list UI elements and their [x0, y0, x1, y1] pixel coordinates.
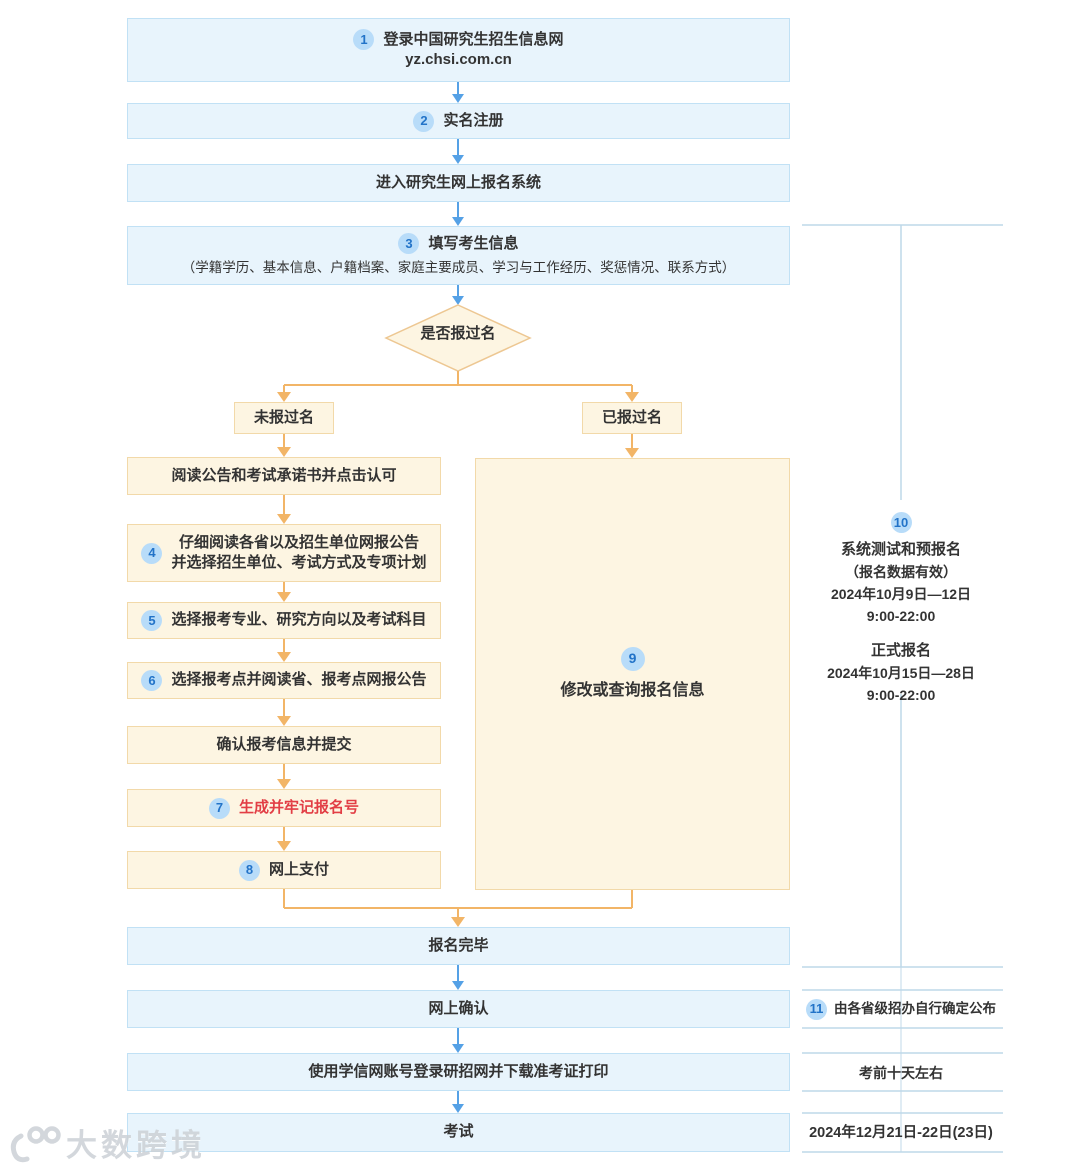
branch-label: 未报过名 [253, 408, 314, 426]
note-number-badge: 11 [806, 998, 827, 1020]
exam-date-row: 2024年12月21日-22日(23日) [791, 1122, 1011, 1144]
arrow-down-icon [452, 217, 464, 226]
step-label: 网上确认 [428, 999, 489, 1017]
step-remember-number-box: 7 生成并牢记报名号 [127, 789, 441, 827]
official-registration-title: 正式报名 [870, 642, 931, 659]
arrow-down-icon [277, 841, 291, 851]
pre-registration-date: 2024年10月9日—12日 [830, 586, 972, 602]
step-label: 并选择招生单位、考试方式及专项计划 [171, 554, 427, 571]
step-label: 考试 [443, 1123, 474, 1141]
step-number-badge: 4 [141, 542, 163, 564]
step-number-badge: 2 [413, 110, 435, 132]
step-choose-site-box: 6 选择报考点并阅读省、报考点网报公告 [127, 662, 441, 699]
step-fill-info-box: 3 填写考生信息 （学籍学历、基本信息、户籍档案、家庭主要成员、学习与工作经历、… [127, 226, 790, 285]
step-label: 实名注册 [443, 111, 504, 129]
arrow-down-icon [625, 448, 639, 458]
pre-registration-title: 系统测试和预报名 [840, 541, 961, 558]
step-registration-done-box: 报名完毕 [127, 927, 790, 965]
arrow-down-icon [277, 652, 291, 662]
step-exam-box: 考试 [127, 1113, 790, 1152]
print-note-text: 考前十天左右 [859, 1065, 943, 1081]
arrow-down-icon [452, 155, 464, 164]
arrow-down-icon [452, 1044, 464, 1053]
step-number-badge: 1 [353, 29, 375, 51]
step-label-highlight: 生成并牢记报名号 [238, 798, 359, 816]
step-label: 登录中国研究生招生信息网 [383, 30, 564, 48]
step-label: 进入研究生网上报名系统 [375, 173, 541, 191]
step-label: 使用学信网账号登录研招网并下载准考证打印 [308, 1062, 609, 1080]
registration-period-note: 10 系统测试和预报名 （报名数据有效） 2024年10月9日—12日 9:00… [791, 512, 1011, 706]
step-number-badge: 5 [141, 610, 163, 631]
step-number-badge: 6 [141, 670, 163, 691]
step-download-ticket-box: 使用学信网账号登录研招网并下载准考证打印 [127, 1053, 790, 1091]
step-label: 确认报考信息并提交 [216, 735, 352, 753]
step-label: 仔细阅读各省以及招生单位网报公告 [178, 533, 419, 551]
step-confirm-submit-box: 确认报考信息并提交 [127, 726, 441, 764]
step-sublabel: （学籍学历、基本信息、户籍档案、家庭主要成员、学习与工作经历、奖惩情况、联系方式… [181, 260, 736, 276]
arrow-down-icon [625, 392, 639, 402]
arrow-down-icon [277, 392, 291, 402]
step-number-badge: 8 [238, 859, 260, 881]
watermark-logo-icon [10, 1125, 61, 1162]
watermark: 大数跨境 [6, 1120, 206, 1165]
arrow-down-icon [451, 917, 465, 927]
step-number-badge: 3 [398, 233, 420, 255]
step-label: 网上支付 [268, 860, 329, 878]
branch-not-registered-box: 未报过名 [234, 402, 334, 434]
step-label: 填写考生信息 [428, 234, 519, 252]
step-label: 阅读公告和考试承诺书并点击认可 [171, 466, 397, 484]
arrow-down-icon [452, 94, 464, 103]
note-number-badge: 10 [890, 512, 912, 533]
arrow-down-icon [452, 1104, 464, 1113]
step-modify-query-box: 9 修改或查询报名信息 [475, 458, 790, 890]
step-choose-major-box: 5 选择报考专业、研究方向以及考试科目 [127, 602, 441, 639]
watermark-text: 大数跨境 [66, 1128, 206, 1163]
pre-registration-time: 9:00-22:00 [866, 608, 936, 624]
official-registration-time: 9:00-22:00 [866, 687, 936, 703]
official-registration-date: 2024年10月15日—28日 [827, 665, 975, 681]
step-enter-system-box: 进入研究生网上报名系统 [127, 164, 790, 202]
arrow-down-icon [277, 514, 291, 524]
step-read-province-notice-box: 4 仔细阅读各省以及招生单位网报公告 并选择招生单位、考试方式及专项计划 [127, 524, 441, 582]
step-login-box: 1 登录中国研究生招生信息网 yz.chsi.com.cn [127, 18, 790, 82]
branch-registered-box: 已报过名 [582, 402, 682, 434]
arrow-down-icon [277, 592, 291, 602]
arrow-down-icon [452, 296, 464, 305]
arrow-down-icon [452, 981, 464, 990]
step-online-confirm-box: 网上确认 [127, 990, 790, 1028]
step-register-box: 2 实名注册 [127, 103, 790, 139]
step-url: yz.chsi.com.cn [405, 51, 512, 69]
arrow-down-icon [277, 716, 291, 726]
exam-date-text: 2024年12月21日-22日(23日) [809, 1125, 993, 1141]
arrow-down-icon [277, 447, 291, 457]
confirm-note-text: 由各省级招办自行确定公布 [834, 1001, 996, 1016]
arrow-down-icon [277, 779, 291, 789]
print-note-row: 考前十天左右 [791, 1062, 1011, 1084]
pre-registration-note: （报名数据有效） [845, 564, 957, 580]
step-label: 选择报考点并阅读省、报考点网报公告 [171, 671, 427, 689]
step-read-notice-box: 阅读公告和考试承诺书并点击认可 [127, 457, 441, 495]
step-label: 修改或查询报名信息 [560, 681, 705, 699]
confirm-note-row: 11 由各省级招办自行确定公布 [791, 998, 1011, 1020]
step-label: 报名完毕 [428, 936, 489, 954]
step-label: 选择报考专业、研究方向以及考试科目 [171, 611, 427, 629]
decision-label: 是否报过名 [420, 325, 496, 342]
step-number-badge: 7 [208, 797, 230, 819]
step-number-badge: 9 [620, 646, 645, 671]
step-online-payment-box: 8 网上支付 [127, 851, 441, 889]
branch-label: 已报过名 [601, 408, 662, 426]
